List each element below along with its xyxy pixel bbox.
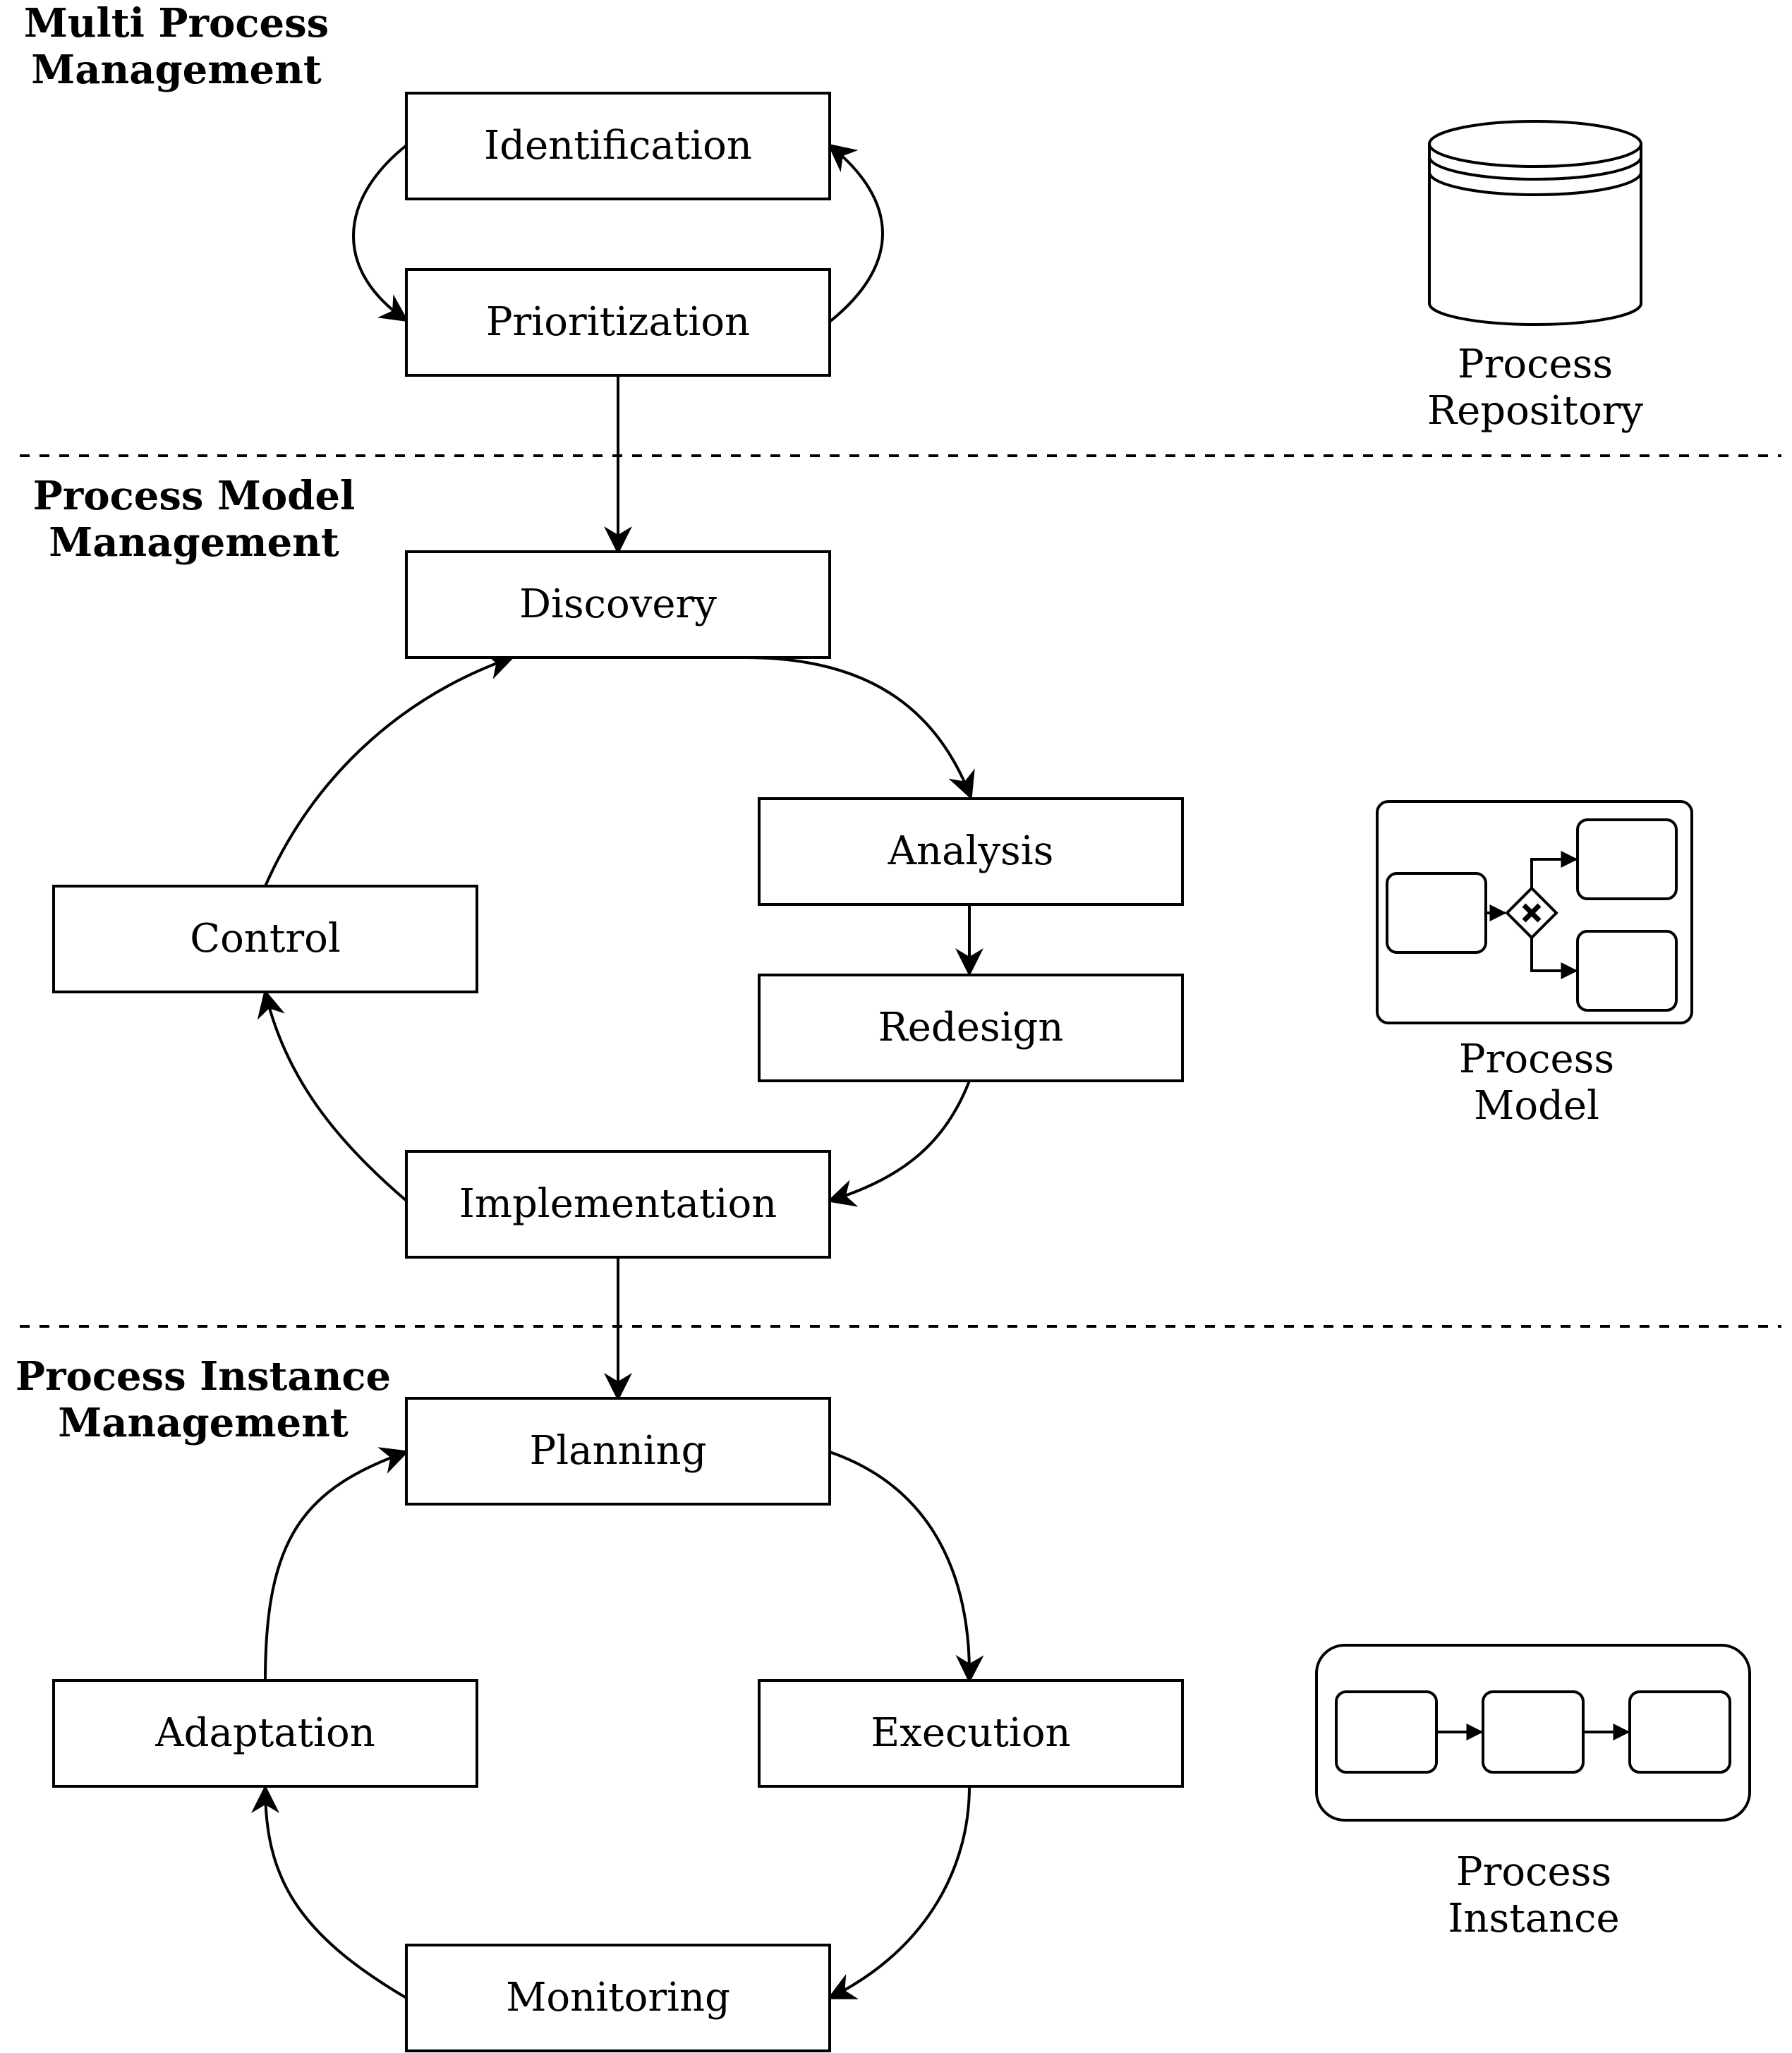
- node-label: Monitoring: [506, 1975, 730, 2021]
- node-monitoring: Monitoring: [405, 1944, 831, 2052]
- node-control: Control: [52, 885, 478, 993]
- node-label: Prioritization: [486, 299, 750, 345]
- repository-label-line2: Repository: [1427, 388, 1644, 434]
- edge-redesign-to-implementation: [827, 1080, 971, 1207]
- instance-label-line2: Instance: [1448, 1896, 1619, 1942]
- node-label: Planning: [530, 1428, 707, 1474]
- node-discovery: Discovery: [405, 550, 831, 659]
- instance-label-line1: Process: [1456, 1849, 1611, 1895]
- node-prioritization: Prioritization: [405, 268, 831, 377]
- edge-planning-to-execution: [829, 1451, 984, 1683]
- edge-prioritization-to-identification: [827, 143, 884, 323]
- node-identification: Identification: [405, 92, 831, 200]
- node-label: Implementation: [459, 1181, 777, 1227]
- node-label: Control: [190, 916, 341, 962]
- node-label: Analysis: [888, 828, 1054, 874]
- section-title-instance-line2: Management: [58, 1400, 349, 1446]
- node-execution: Execution: [758, 1679, 1184, 1788]
- node-adaptation: Adaptation: [52, 1679, 478, 1788]
- section-title-multi-line1: Multi Process: [24, 0, 329, 47]
- model-label-line2: Model: [1474, 1083, 1599, 1129]
- model-label-line1: Process: [1459, 1036, 1614, 1082]
- edge-execution-to-monitoring: [827, 1786, 971, 1999]
- edge-identification-to-prioritization: [352, 144, 409, 322]
- node-label: Discovery: [519, 581, 717, 627]
- repository-label-line1: Process: [1458, 341, 1613, 387]
- edge-discovery-to-analysis: [744, 656, 975, 800]
- node-label: Adaptation: [155, 1710, 375, 1756]
- section-title-model-line2: Management: [49, 519, 339, 566]
- node-analysis: Analysis: [758, 797, 1184, 906]
- bpmn-model-icon: [1376, 800, 1693, 1024]
- edge-implementation-to-control: [257, 989, 408, 1202]
- section-title-instance-line1: Process Instance: [16, 1353, 391, 1400]
- node-planning: Planning: [405, 1397, 831, 1506]
- node-implementation: Implementation: [405, 1150, 831, 1259]
- node-label: Identification: [484, 123, 752, 169]
- process-instance-icon: [1315, 1644, 1751, 1822]
- node-label: Redesign: [878, 1005, 1064, 1050]
- node-redesign: Redesign: [758, 974, 1184, 1082]
- section-title-model-line1: Process Model: [33, 473, 356, 519]
- edge-monitoring-to-adaptation: [251, 1785, 408, 1999]
- database-icon: [1428, 120, 1642, 326]
- edge-adaptation-to-planning: [264, 1447, 409, 1681]
- section-title-multi-line2: Management: [31, 47, 322, 93]
- node-label: Execution: [871, 1710, 1070, 1756]
- edge-control-to-discovery: [264, 653, 515, 887]
